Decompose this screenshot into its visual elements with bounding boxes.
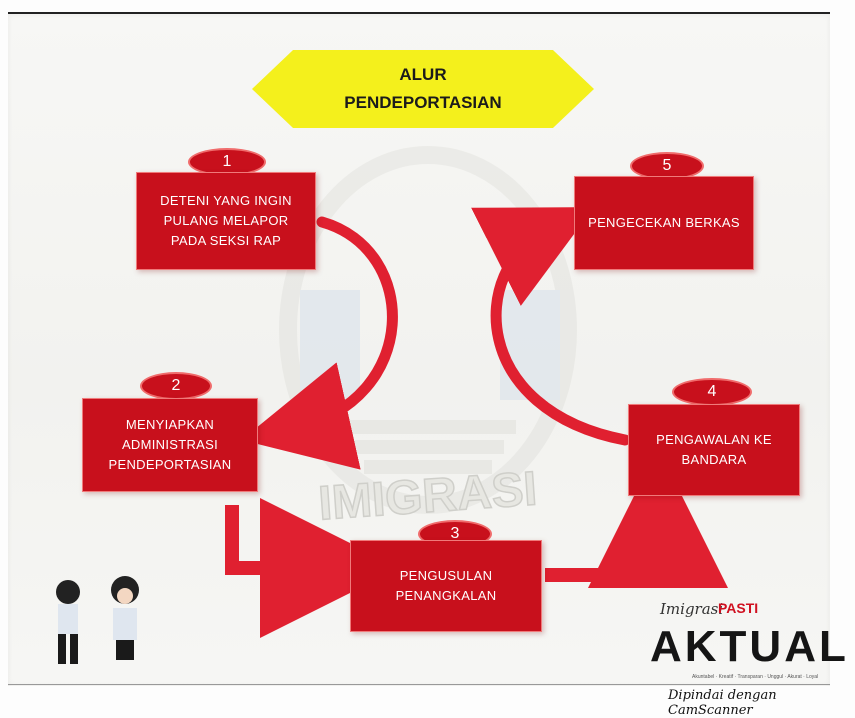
step-2-label: MENYIAPKAN ADMINISTRASI PENDEPORTASIAN (108, 417, 232, 472)
arrow-step2-to-step3 (225, 498, 400, 638)
step-5-number: 5 (630, 152, 704, 180)
step-5-label: PENGECEKAN BERKAS (588, 215, 740, 230)
imigrasi-emblem-watermark (279, 146, 577, 514)
scanner-watermark: Dipindai dengan CamScanner (668, 688, 777, 718)
step-2-number: 2 (140, 372, 212, 400)
arrow-step4-to-step5 (471, 207, 631, 446)
step-5-box: PENGECEKAN BERKAS (574, 176, 754, 270)
step-3-label: PENGUSULAN PENANGKALAN (395, 568, 497, 603)
brand-motto: Akuntabel · Kreatif · Transparan · Unggu… (692, 674, 819, 680)
step-1-number: 1 (188, 148, 266, 176)
arrow-step3-to-step4 (545, 448, 728, 588)
officer-characters-illustration (56, 576, 139, 664)
step-1-box: DETENI YANG INGIN PULANG MELAPOR PADA SE… (136, 172, 316, 270)
diagram-title: ALUR PENDEPORTASIAN (252, 50, 594, 128)
sheet-bottom-edge (8, 684, 830, 685)
title-line-2: PENDEPORTASIAN (344, 93, 502, 112)
brand-tagline-bold: PASTI (718, 600, 759, 616)
step-4-box: PENGAWALAN KE BANDARA (628, 404, 800, 496)
step-2-box: MENYIAPKAN ADMINISTRASI PENDEPORTASIAN (82, 398, 258, 492)
title-line-1: ALUR (399, 65, 447, 84)
step-3-box: PENGUSULAN PENANGKALAN (350, 540, 542, 632)
arrow-step1-to-step2 (241, 216, 398, 470)
brand-tagline-script: Imigrasi (660, 600, 724, 618)
step-1-label: DETENI YANG INGIN PULANG MELAPOR PADA SE… (160, 193, 292, 248)
step-4-number: 4 (672, 378, 752, 406)
brand-wordmark: AKTUAL (650, 622, 849, 671)
step-4-label: PENGAWALAN KE BANDARA (656, 432, 772, 467)
